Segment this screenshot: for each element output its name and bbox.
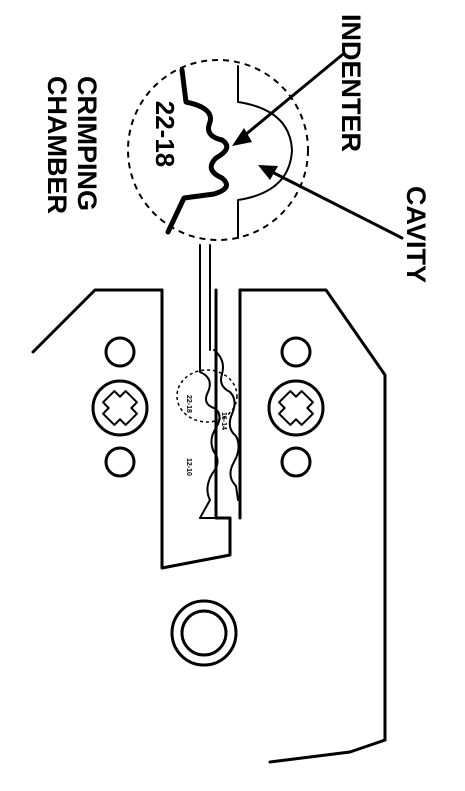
pivot [170,599,238,667]
pointer-arrows [232,53,404,240]
right-screw-cross-icon [278,390,314,426]
tool-bottom-outline [268,738,387,764]
indenter-label: INDENTER [336,14,366,152]
cavity-arrow-head [258,165,278,180]
callout-leaders [199,244,211,351]
chamber-mark-bottom: 12-10 [185,458,192,476]
right-jaw-outline [238,288,387,742]
magnified-detail: 22-18 [127,59,309,241]
cavity-arrow-line [270,170,404,240]
indenter-arrow-head [232,128,252,146]
left-pin-bottom [104,446,136,478]
left-screw-assembly [91,336,149,478]
left-jaw-outline [31,288,164,354]
right-pin-bottom [280,446,312,478]
magnify-circle [127,59,309,241]
crimping-label-line2: CHAMBER [42,76,72,214]
left-screw-head [91,379,149,437]
cavity-profile [213,349,240,501]
right-pin-top [280,336,312,368]
slot-outline [160,288,232,570]
indenter-arrow-line [243,53,344,137]
pivot-outer-ring [170,599,238,667]
cavity-label: CAVITY [401,186,431,283]
pivot-inner-ring [180,609,228,657]
chamber-mark-top: 22-18 [185,395,192,413]
crimping-label-line1: CRIMPING [72,76,102,211]
indenter-shape [165,67,230,235]
gauge-label: 22-18 [150,101,180,168]
chamber-mark-right: 16-14 [220,412,227,430]
right-screw-head [267,379,325,437]
cavity-shape [237,65,293,239]
left-screw-cross-icon [102,390,138,426]
indenter-profile [199,349,221,519]
chamber-marker-circle [176,369,238,423]
tool-body [31,288,387,764]
right-screw-assembly [267,336,325,478]
die-slot: 22-18 16-14 12-10 [160,288,242,570]
left-pin-top [104,336,136,368]
